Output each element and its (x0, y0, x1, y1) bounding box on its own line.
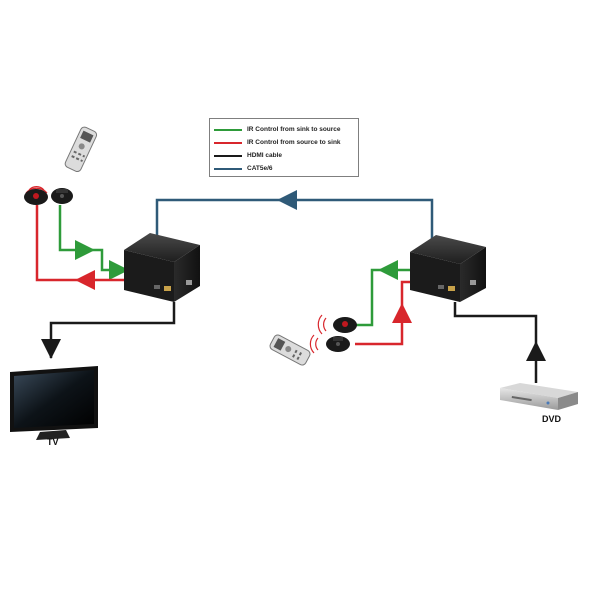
legend-swatch-red (214, 141, 242, 144)
legend-item-ir-sink-to-source: IR Control from sink to source (214, 124, 341, 135)
ir-red-line-right (355, 280, 414, 346)
hdmi-cable-left (49, 302, 176, 358)
remote-control-icon (64, 126, 98, 173)
legend-swatch-green (214, 128, 242, 131)
dvd-label: DVD (542, 414, 562, 424)
hdmi-cable-right (453, 302, 538, 383)
hdmi-extender-icon (124, 233, 200, 302)
legend-item-cat-cable: CAT5e/6 (214, 163, 273, 174)
legend-label: CAT5e/6 (247, 165, 273, 172)
legend: IR Control from sink to source IR Contro… (209, 118, 359, 177)
legend-label: IR Control from source to sink (247, 139, 341, 146)
legend-swatch-blue (214, 167, 242, 170)
ir-transmitter-icon (309, 334, 350, 354)
ir-red-line-left (35, 205, 138, 282)
hdmi-extender-icon (410, 235, 486, 302)
legend-item-ir-source-to-sink: IR Control from source to sink (214, 137, 341, 148)
tv-icon (10, 366, 98, 440)
dvd-player-icon (500, 383, 578, 410)
legend-item-hdmi-cable: HDMI cable (214, 150, 282, 161)
cat-cable-line (155, 198, 434, 240)
ir-receiver-icon (317, 314, 357, 335)
legend-label: HDMI cable (247, 152, 283, 159)
remote-control-icon (269, 334, 311, 366)
ir-green-line-right (355, 268, 414, 327)
legend-label: IR Control from sink to source (247, 126, 341, 133)
ir-green-line-left (58, 205, 128, 272)
legend-swatch-black (214, 154, 242, 157)
ir-receiver-icon (24, 186, 48, 205)
tv-label: TV (47, 437, 59, 447)
ir-transmitter-icon (51, 188, 73, 204)
